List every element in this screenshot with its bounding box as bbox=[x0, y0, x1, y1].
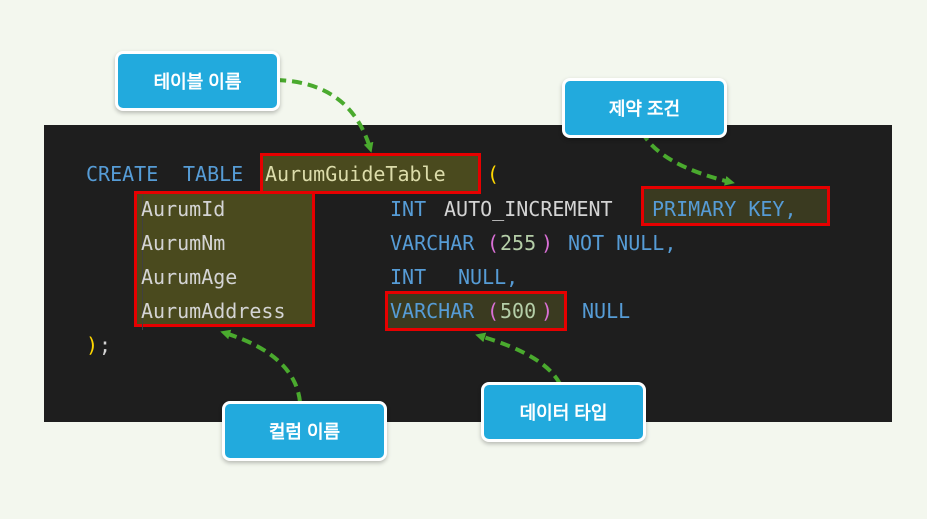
column-name: AurumAddress bbox=[141, 299, 286, 323]
arrow-data-type bbox=[475, 332, 562, 385]
close-paren: ) bbox=[86, 333, 99, 357]
code-block: CREATE TABLE AurumGuideTable ( AurumId I… bbox=[44, 125, 892, 422]
open-paren: ( bbox=[487, 162, 500, 186]
label-data-type-text: 데이터 타입 bbox=[519, 403, 608, 423]
column-extra: AUTO_INCREMENT bbox=[444, 197, 613, 221]
column-names-highlight bbox=[134, 191, 315, 327]
column-type: INT bbox=[390, 265, 427, 289]
label-column-name: 컬럼 이름 bbox=[222, 401, 387, 461]
create-keyword: CREATE bbox=[86, 162, 159, 186]
label-constraint: 제약 조건 bbox=[562, 78, 727, 138]
column-extra: NULL bbox=[582, 299, 631, 323]
arrow-table-name bbox=[275, 78, 374, 153]
type-open-paren: ( bbox=[487, 231, 500, 255]
type-size: 255 bbox=[500, 231, 537, 255]
column-extra: NOT NULL, bbox=[568, 231, 677, 255]
constraint-highlight bbox=[641, 186, 830, 226]
type-close-paren: ) bbox=[541, 231, 554, 255]
table-name: AurumGuideTable bbox=[265, 162, 446, 186]
label-column-name-text: 컬럼 이름 bbox=[268, 422, 341, 442]
column-name: AurumAge bbox=[141, 265, 238, 289]
type-open-paren: ( bbox=[487, 299, 500, 323]
column-name: AurumNm bbox=[141, 231, 226, 255]
table-name-highlight bbox=[260, 153, 481, 194]
type-close-paren: ) bbox=[541, 299, 554, 323]
column-constraint: PRIMARY KEY, bbox=[652, 197, 797, 221]
column-extra: NULL, bbox=[458, 265, 519, 289]
label-constraint-text: 제약 조건 bbox=[608, 99, 681, 119]
column-name: AurumId bbox=[141, 197, 226, 221]
arrow-constraint bbox=[640, 130, 735, 186]
column-type: INT bbox=[390, 197, 427, 221]
type-size: 500 bbox=[500, 299, 537, 323]
column-type: VARCHAR bbox=[390, 231, 475, 255]
table-keyword: TABLE bbox=[183, 162, 244, 186]
column-type: VARCHAR bbox=[390, 299, 475, 323]
arrow-column-name bbox=[220, 329, 302, 403]
label-data-type: 데이터 타입 bbox=[481, 382, 646, 442]
indent-guide bbox=[142, 195, 143, 330]
semicolon: ; bbox=[99, 333, 112, 357]
label-table-name: 테이블 이름 bbox=[115, 51, 280, 111]
label-table-name-text: 테이블 이름 bbox=[153, 72, 242, 92]
data-type-highlight bbox=[385, 291, 567, 331]
